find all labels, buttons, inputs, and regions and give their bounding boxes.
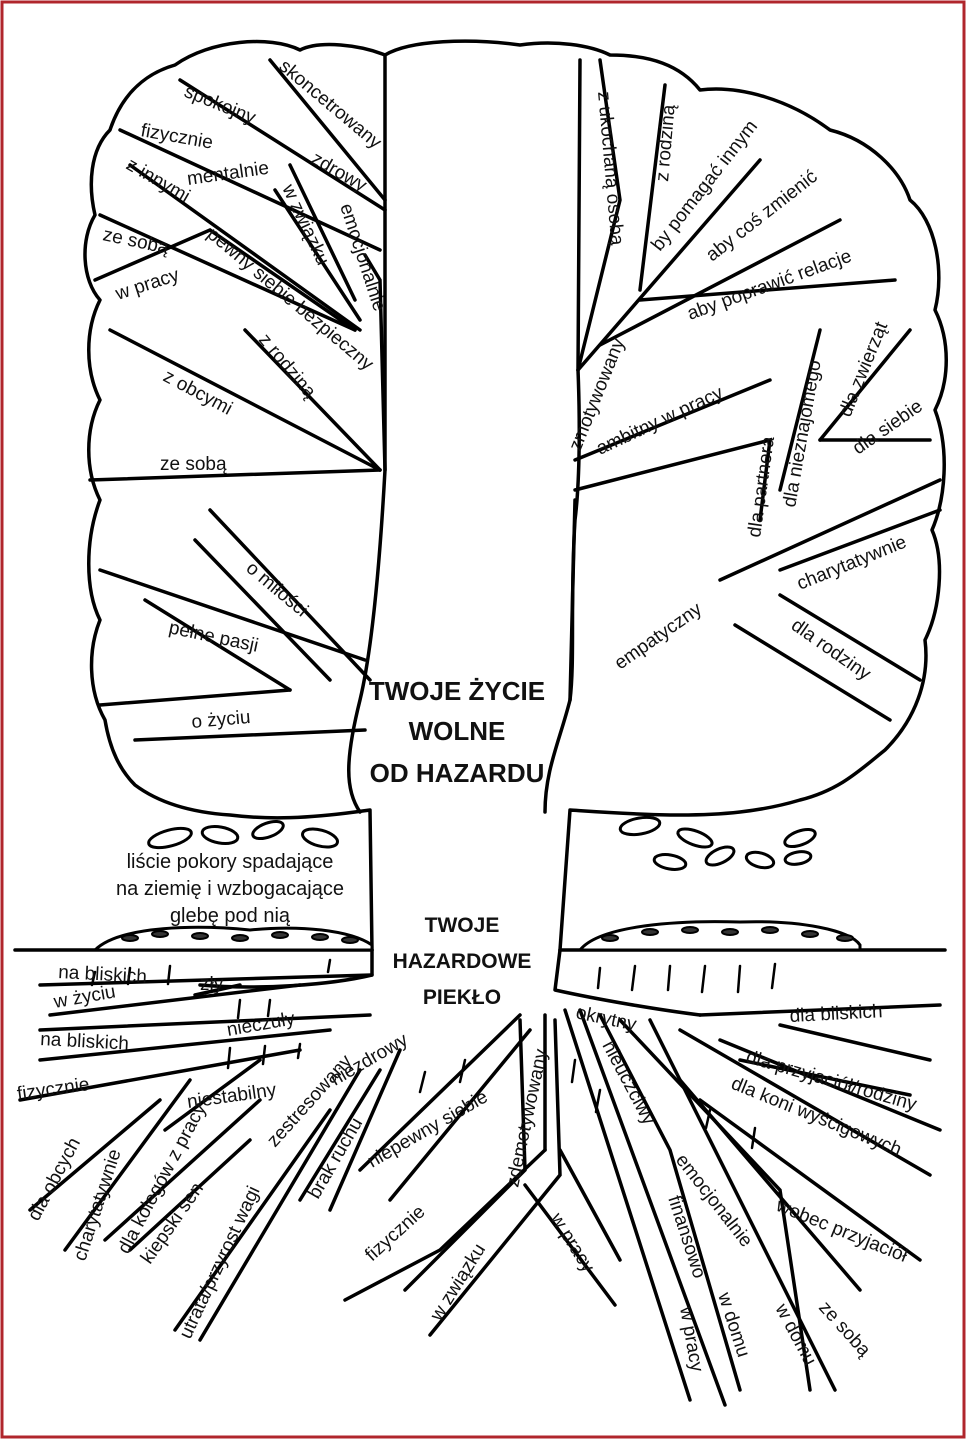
label-fizycznie-top: fizycznie	[139, 120, 214, 153]
label-w-domu-2: w domu	[770, 1300, 820, 1369]
roots-center-labels: niepewny siebie zdemotywowany fizycznie …	[361, 1047, 598, 1326]
label-ze-soba-mid: ze sobą	[160, 454, 227, 475]
label-z-ukochana-osoba: z ukochaną osobą	[593, 91, 627, 247]
roots-left-labels: na bliskich w życiu zły nieczuły na blis…	[16, 962, 412, 1342]
label-dla-nieznajomego: dla nieznajomego	[779, 359, 826, 509]
label-dla-obcych: dla obcych	[24, 1134, 85, 1224]
label-brak-ruchu: brak ruchu	[304, 1114, 367, 1202]
label-na-bliskich-2: na bliskich	[40, 1029, 130, 1055]
label-mentalnie: mentalnie	[186, 158, 271, 190]
label-charytatywnie-right: charytatywnie	[794, 532, 910, 595]
label-w-pracy-center: w pracy	[545, 1209, 598, 1277]
label-w-domu-1: w domu	[713, 1289, 754, 1360]
hell-title-line-1: TWOJE	[425, 914, 500, 937]
tree-title-line-1: TWOJE ŻYCIE	[369, 676, 545, 706]
label-wobec-przyjaciol: wobec przyjaciół	[772, 1195, 911, 1267]
label-fizycznie-center: fizycznie	[361, 1201, 429, 1265]
roots-right-labels: okrytny dla bliskich nieuczciwy dla przy…	[574, 1001, 919, 1374]
leaves-note-line-3: glebę pod nią	[170, 905, 291, 927]
label-dla-zwierzat: dla zwierząt	[835, 318, 892, 420]
tree-title-line-2: WOLNE	[409, 716, 506, 746]
roots-center	[345, 1015, 620, 1335]
label-zly: zły	[200, 974, 224, 995]
label-o-zyciu: o życiu	[191, 707, 252, 733]
label-z-rodzina-left: z rodziną	[254, 330, 320, 403]
root-trunk-left	[200, 950, 372, 987]
label-niepewny-siebie: niepewny siebie	[364, 1087, 492, 1173]
label-empatyczny: empatyczny	[611, 598, 706, 674]
label-z-rodzina-right: z rodziną	[652, 103, 680, 182]
label-dla-partnera: dla partnera	[744, 435, 779, 539]
label-z-innymi: z innymi	[123, 154, 194, 207]
leaves-note-line-2: na ziemię i wzbogacające	[116, 878, 344, 900]
label-finansowo: finansowo	[663, 1193, 709, 1281]
label-ze-soba-root: ze sobą	[814, 1297, 874, 1361]
label-ambitny: ambitny w pracy	[593, 382, 727, 459]
tree-title-line-3: OD HAZARDU	[370, 758, 545, 788]
label-fizycznie-root: fizycznie	[16, 1074, 91, 1105]
hell-title-line-3: PIEKŁO	[423, 986, 501, 1009]
label-w-pracy: w pracy	[112, 264, 182, 305]
crown-right-labels: z ukochaną osobą z rodziną by pomagać in…	[565, 91, 926, 685]
label-dla-bliskich: dla bliskich	[789, 1001, 883, 1027]
label-zdrowy: zdrowy	[308, 148, 371, 197]
label-pelne-pasji: pełne pasji	[167, 617, 260, 656]
label-skoncetrowany: skoncetrowany	[275, 56, 386, 154]
label-o-milosci: o miłości	[242, 558, 312, 622]
hell-title-line-2: HAZARDOWE	[393, 950, 532, 973]
label-spokojny: spokojny	[181, 81, 259, 129]
crown-left-labels: spokojny skoncetrowany fizycznie zdrowy …	[101, 56, 390, 733]
leaves-note-line-1: liście pokory spadające	[127, 851, 334, 873]
